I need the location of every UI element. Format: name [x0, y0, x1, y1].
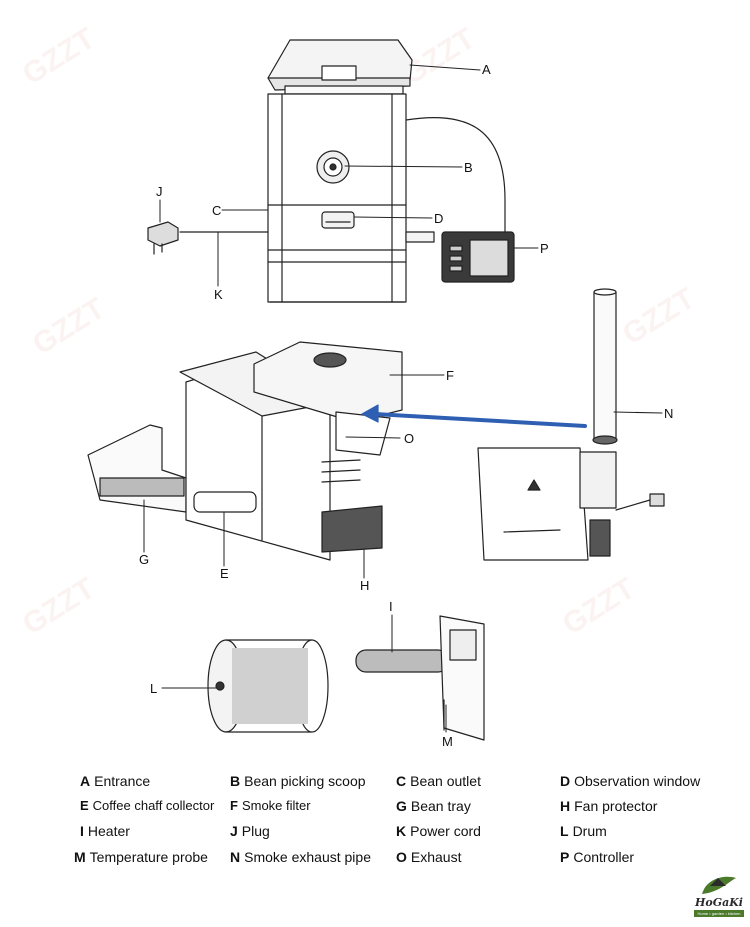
- rear-body: [477, 447, 589, 561]
- drum-hub: [215, 681, 225, 691]
- callout-I: I: [389, 599, 393, 614]
- callout-J: J: [156, 184, 163, 199]
- callout-L: L: [150, 681, 157, 696]
- exhaust-pipe-ring: [592, 435, 618, 445]
- plug-body: [147, 221, 179, 247]
- rear-plug: [649, 493, 665, 507]
- arrow-head: [361, 404, 379, 423]
- exhaust-pipe-top: [593, 288, 617, 296]
- vent-slot: [321, 479, 361, 483]
- logo-name: HoGaKi: [695, 896, 743, 909]
- fan-protector: [321, 505, 383, 553]
- callout-N: N: [664, 406, 673, 421]
- hopper-neck: [284, 85, 404, 95]
- callout-G: G: [139, 552, 149, 567]
- rear-view: [477, 288, 665, 561]
- rear-duct: [579, 451, 617, 509]
- arrow-shaft: [373, 412, 587, 428]
- controller-button: [449, 245, 463, 252]
- leader-line: [409, 64, 481, 71]
- logo-tagline: Home • garden • kitchen: [694, 910, 744, 917]
- side-shaft: [405, 231, 435, 243]
- callout-A: A: [482, 62, 491, 77]
- callout-C: C: [212, 203, 221, 218]
- heater-assembly: [355, 615, 485, 741]
- hopper-handle: [321, 65, 357, 81]
- warning-label: [527, 479, 541, 491]
- vent-slot: [321, 459, 361, 463]
- front-view: [147, 39, 515, 303]
- scoop-center: [329, 163, 337, 171]
- bean-tray: [87, 424, 187, 513]
- callouts: A B C D J K P F O N G E H I L M: [139, 62, 673, 749]
- callout-O: O: [404, 431, 414, 446]
- chaff-handle: [193, 491, 257, 513]
- exhaust: [335, 411, 391, 456]
- window-handle: [321, 211, 355, 229]
- controller-button: [449, 255, 463, 262]
- heater-tube: [355, 649, 449, 673]
- drum: [207, 639, 329, 733]
- leader-line: [345, 436, 401, 439]
- brand-logo: HoGaKi Home • garden • kitchen: [692, 872, 746, 918]
- controller-screen: [469, 239, 509, 277]
- controller-cable: [405, 117, 506, 233]
- leader-line: [344, 165, 463, 168]
- rear-fan: [589, 519, 611, 557]
- callout-F: F: [446, 368, 454, 383]
- leaf-icon: [702, 876, 736, 894]
- callout-E: E: [220, 566, 229, 581]
- exhaust-pipe: [593, 291, 617, 441]
- assembly-arrow: [361, 404, 587, 428]
- heater-plate: [449, 629, 477, 661]
- callout-M: M: [442, 734, 453, 749]
- vent-slot: [321, 469, 361, 473]
- leader-line: [613, 411, 663, 414]
- leader-line: [353, 216, 433, 219]
- callout-B: B: [464, 160, 473, 175]
- smoke-filter: [253, 341, 403, 423]
- filter-vent: [313, 352, 347, 368]
- main-body: [267, 93, 407, 303]
- controller-button: [449, 265, 463, 272]
- callout-D: D: [434, 211, 443, 226]
- drum-mesh: [232, 648, 308, 724]
- side-view: [87, 341, 403, 561]
- callout-K: K: [214, 287, 223, 302]
- rear-cord: [615, 499, 651, 511]
- bean-tray-mesh: [99, 477, 185, 497]
- rear-handle: [503, 529, 561, 533]
- callout-P: P: [540, 241, 549, 256]
- callout-H: H: [360, 578, 369, 593]
